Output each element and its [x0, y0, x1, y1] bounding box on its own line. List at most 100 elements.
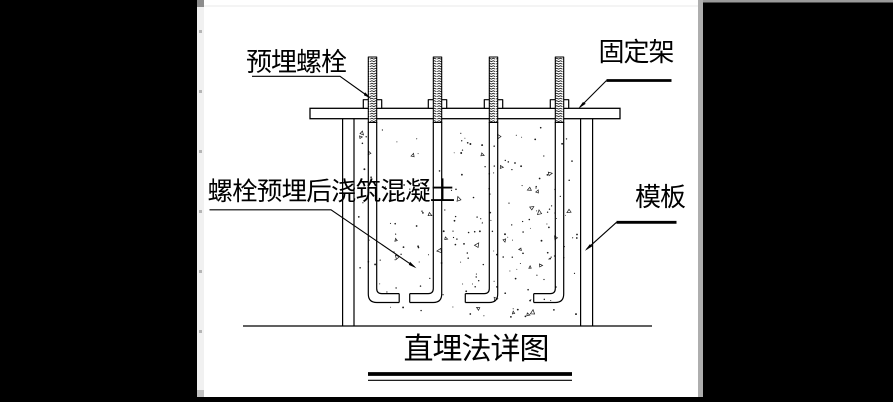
concrete-dot: [484, 166, 486, 168]
concrete-dot: [466, 141, 469, 144]
concrete-dot: [374, 263, 377, 266]
concrete-dot: [471, 283, 474, 285]
leader-line: [252, 75, 370, 98]
concrete-dot: [477, 279, 480, 282]
concrete-dot: [453, 219, 456, 222]
concrete-aggregate: [359, 130, 365, 136]
bolt-shaft-hook: [464, 122, 499, 304]
concrete-dot: [527, 288, 529, 291]
concrete-dot: [543, 278, 545, 281]
concrete-aggregate: [526, 312, 531, 317]
concrete-dot: [460, 152, 463, 154]
concrete-dot: [521, 136, 523, 138]
concrete-dot: [362, 202, 364, 204]
concrete-aggregate: [526, 186, 532, 191]
concrete-dot: [389, 222, 392, 224]
edge-cap-bottom: [197, 390, 204, 397]
concrete-dot: [402, 306, 405, 309]
concrete-dot: [472, 196, 475, 199]
concrete-dot: [417, 153, 419, 155]
concrete-aggregate: [427, 211, 433, 217]
formwork-label: 模板: [635, 183, 686, 213]
concrete-dot: [524, 315, 527, 318]
embedded-bolt-label: 预埋螺栓: [246, 48, 347, 78]
concrete-dot: [509, 270, 511, 272]
concrete-dot: [455, 188, 457, 191]
concrete-dot: [521, 185, 523, 187]
concrete-dot: [549, 257, 552, 260]
concrete-dot: [539, 126, 542, 129]
concrete-dot: [461, 173, 463, 176]
concrete-dot: [442, 230, 445, 233]
concrete-dot: [390, 306, 392, 308]
concrete-dot: [529, 227, 531, 229]
concrete-dot: [546, 223, 548, 225]
concrete-dot: [507, 161, 510, 163]
edge-tick: [199, 330, 202, 333]
concrete-dot: [540, 239, 543, 242]
concrete-aggregate: [359, 135, 364, 140]
bolt-shaft-hook: [409, 122, 443, 304]
concrete-dot: [481, 222, 483, 224]
bolt-shaft-hook: [533, 122, 565, 304]
concrete-dot: [385, 186, 386, 188]
concrete-aggregate: [536, 209, 543, 216]
concrete-aggregate: [511, 310, 516, 315]
concrete-dot: [572, 237, 574, 239]
concrete-dot: [370, 176, 372, 178]
concrete-dot: [461, 149, 464, 151]
concrete-dot: [467, 231, 470, 234]
concrete-dot: [418, 261, 420, 263]
concrete-dot: [394, 259, 396, 261]
concrete-dot: [469, 313, 472, 315]
fixing-frame-label: 固定架: [598, 38, 673, 68]
concrete-dot: [473, 230, 476, 233]
concrete-dot: [491, 230, 494, 233]
leader-line: [579, 80, 607, 108]
anchor-bolts: [362, 56, 570, 304]
concrete-dot: [504, 292, 507, 295]
concrete-dot: [454, 243, 457, 246]
edge-cap-top: [197, 0, 204, 7]
concrete-dot: [466, 252, 469, 254]
concrete-aggregate: [394, 237, 398, 242]
concrete-dot: [469, 143, 472, 145]
concrete-dot: [546, 174, 549, 176]
concrete-dot: [450, 189, 453, 191]
concrete-dot: [417, 246, 420, 249]
leader-arrow: [408, 261, 417, 269]
concrete-aggregate: [502, 238, 507, 243]
edge-track: [197, 0, 204, 397]
concrete-dot: [416, 138, 418, 140]
concrete-dot: [548, 208, 551, 210]
concrete-aggregate: [529, 308, 536, 315]
concrete-dot: [556, 218, 558, 219]
concrete-aggregate: [547, 171, 554, 177]
concrete-dot: [400, 253, 402, 256]
concrete-dot: [546, 251, 549, 254]
concrete-dot: [512, 239, 513, 241]
concrete-dot: [403, 184, 405, 186]
embedded-bolt-callout: 预埋螺栓: [246, 48, 372, 99]
window-right-edge: [698, 0, 893, 397]
concrete-dot: [357, 216, 360, 218]
concrete-dot: [386, 291, 388, 293]
concrete-dot: [421, 210, 423, 212]
bolt-thread-hatch: [432, 56, 443, 124]
concrete-dot: [464, 137, 466, 139]
concrete-aggregate: [475, 306, 481, 312]
edge-strip: [698, 0, 703, 397]
concrete-dot: [511, 168, 513, 171]
formwork-callout: 模板: [584, 183, 687, 251]
concrete-dot: [478, 230, 481, 233]
concrete-dot: [543, 298, 546, 301]
concrete-dot: [571, 160, 573, 162]
leader-line: [586, 221, 617, 250]
concrete-aggregate: [499, 164, 505, 169]
concrete-dot: [548, 226, 550, 229]
concrete-dot: [474, 286, 476, 288]
concrete-dot: [421, 178, 423, 181]
bolt-thread-hatch: [488, 56, 499, 124]
concrete-aggregate: [528, 264, 532, 269]
concrete-dot: [493, 280, 495, 282]
